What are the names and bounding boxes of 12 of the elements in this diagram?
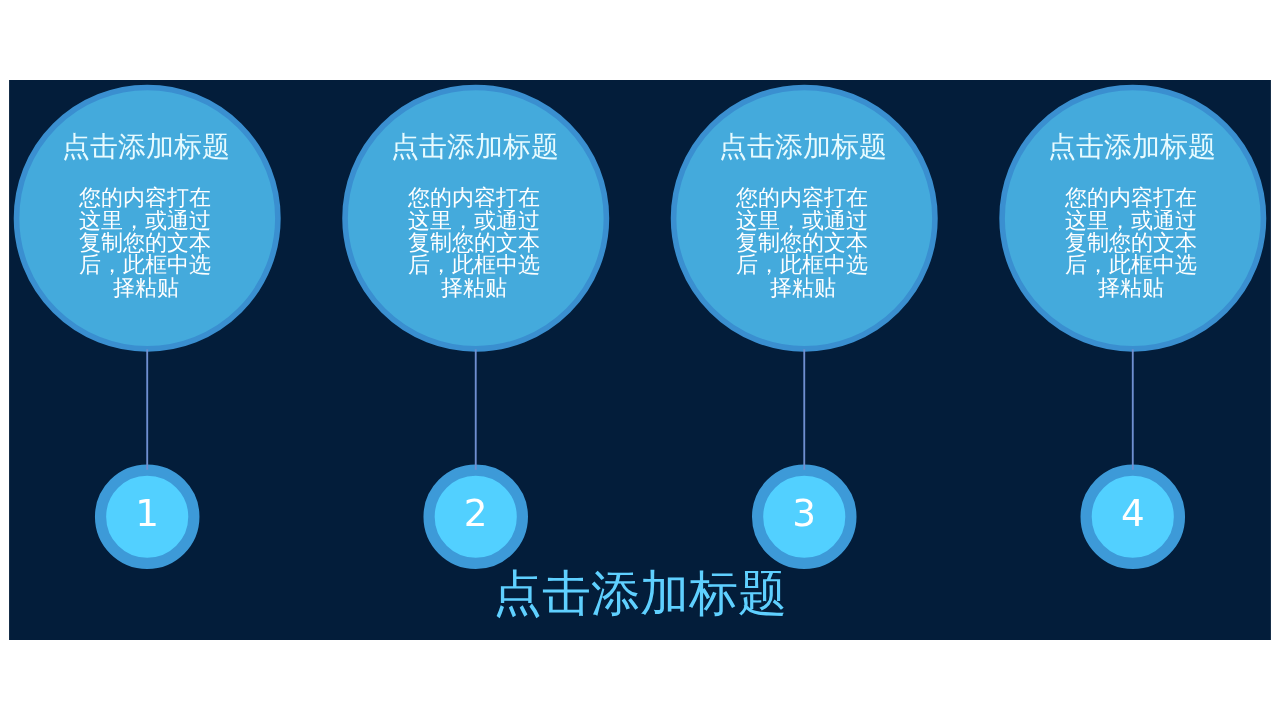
- connector: [474, 348, 477, 471]
- node-circle: 点击添加标题 您的内容打在这里，或通过复制您的文本后，此框中选择粘贴: [999, 84, 1267, 352]
- node-circle: 点击添加标题 您的内容打在这里，或通过复制您的文本后，此框中选择粘贴: [13, 84, 281, 352]
- node-circle: 4: [1080, 464, 1186, 570]
- connector: [146, 348, 149, 471]
- node-circle: 点击添加标题 您的内容打在这里，或通过复制您的文本后，此框中选择粘贴: [670, 84, 938, 352]
- node-circle: 2: [423, 464, 528, 570]
- connector: [1131, 348, 1134, 471]
- node-circle: 3: [752, 464, 857, 570]
- node-circle: 点击添加标题 您的内容打在这里，或通过复制您的文本后，此框中选择粘贴: [342, 84, 610, 352]
- connector: [803, 348, 806, 471]
- node-circle: 1: [94, 464, 200, 570]
